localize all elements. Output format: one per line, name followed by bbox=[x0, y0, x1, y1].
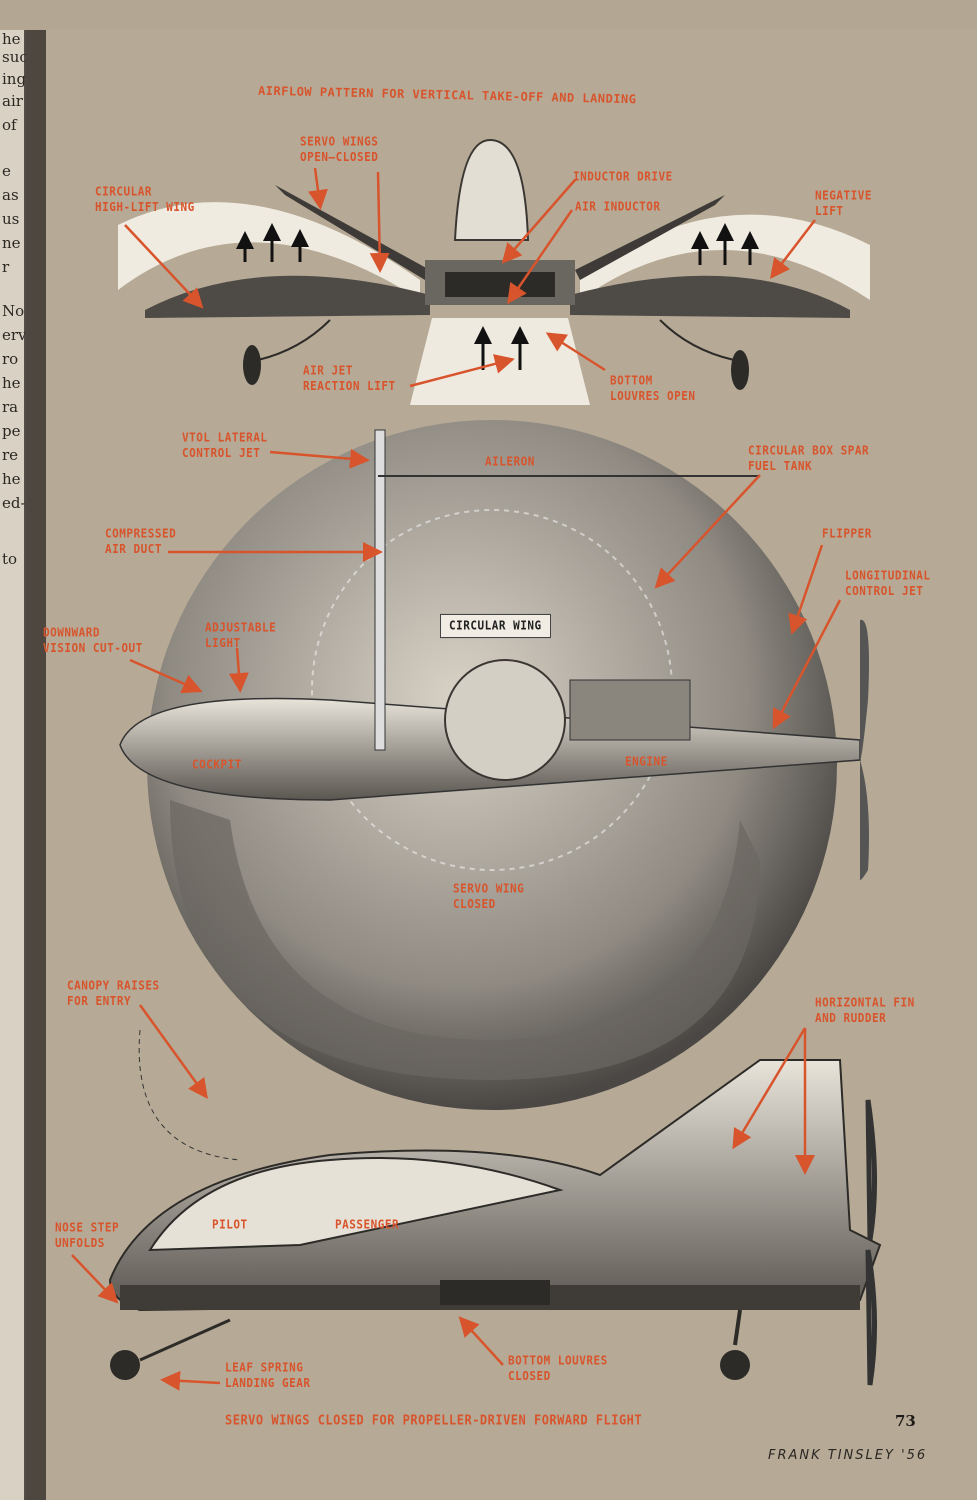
left-page-text: he bbox=[2, 374, 21, 392]
left-page-text: us bbox=[2, 210, 20, 228]
label-horizontal-fin: HORIZONTAL FIN AND RUDDER bbox=[815, 995, 915, 1026]
label-passenger: PASSENGER bbox=[335, 1217, 400, 1232]
label-leaf-spring: LEAF SPRING LANDING GEAR bbox=[225, 1360, 311, 1391]
left-page-text: he bbox=[2, 470, 21, 488]
front-view-vtol bbox=[118, 138, 870, 405]
label-aileron: AILERON bbox=[485, 454, 535, 469]
label-servo-wing-closed: SERVO WING CLOSED bbox=[453, 881, 525, 912]
left-page-text: as bbox=[2, 186, 19, 204]
left-page-text: pe bbox=[2, 422, 21, 440]
label-flipper: FLIPPER bbox=[822, 526, 872, 541]
label-engine: ENGINE bbox=[625, 754, 668, 769]
left-page-text: r bbox=[2, 258, 10, 276]
left-page-text: re bbox=[2, 446, 19, 464]
label-downward-vision-cut-out: DOWNWARD VISION CUT-OUT bbox=[43, 625, 143, 656]
artist-signature: FRANK TINSLEY '56 bbox=[768, 1448, 928, 1463]
louvres bbox=[440, 1280, 550, 1305]
label-cockpit: COCKPIT bbox=[192, 757, 242, 772]
label-servo-wings: SERVO WINGS OPEN—CLOSED bbox=[300, 134, 379, 165]
main-wheel bbox=[720, 1350, 750, 1380]
wheel-left bbox=[243, 345, 261, 385]
label-bottom-louvres-closed: BOTTOM LOUVRES CLOSED bbox=[508, 1353, 608, 1384]
left-page-text: ra bbox=[2, 398, 19, 416]
left-page-text: ed- bbox=[2, 494, 26, 512]
plan-view-circular-wing bbox=[119, 420, 869, 1110]
forward-flight-title: SERVO WINGS CLOSED FOR PROPELLER-DRIVEN … bbox=[225, 1412, 643, 1428]
label-vtol-lateral-control-jet: VTOL LATERAL CONTROL JET bbox=[182, 430, 268, 461]
left-page-text: air bbox=[2, 92, 23, 110]
label-negative-lift: NEGATIVE LIFT bbox=[815, 188, 872, 219]
label-air-inductor: AIR INDUCTOR bbox=[575, 199, 661, 214]
left-page-text: to bbox=[2, 550, 18, 568]
label-bottom-louvres-open: BOTTOM LOUVRES OPEN bbox=[610, 373, 696, 404]
label-nose-step: NOSE STEP UNFOLDS bbox=[55, 1220, 120, 1251]
left-page-text: such bbox=[2, 48, 26, 66]
label-longitudinal-control-jet: LONGITUDINAL CONTROL JET bbox=[845, 568, 931, 599]
canopy bbox=[148, 1157, 564, 1252]
label-inductor-drive: INDUCTOR DRIVE bbox=[573, 169, 673, 184]
inductor-fan bbox=[444, 659, 566, 781]
left-page-text: e bbox=[2, 162, 11, 180]
side-view-aircraft bbox=[108, 1029, 882, 1386]
label-canopy-raises: CANOPY RAISES FOR ENTRY bbox=[67, 978, 160, 1009]
left-page-text: he bbox=[2, 30, 21, 48]
wheel-right bbox=[731, 350, 749, 390]
label-adjustable-light: ADJUSTABLE LIGHT bbox=[205, 620, 277, 651]
label-air-jet-reaction-lift: AIR JET REACTION LIFT bbox=[303, 363, 396, 394]
label-pilot: PILOT bbox=[212, 1217, 248, 1232]
left-page-text: ne bbox=[2, 234, 21, 252]
label-fuel-tank: CIRCULAR BOX SPAR FUEL TANK bbox=[748, 443, 870, 474]
label-circular-wing: CIRCULAR WING bbox=[440, 613, 551, 639]
page-number: 73 bbox=[895, 1412, 916, 1430]
propeller bbox=[865, 1099, 878, 1386]
propeller-bottom bbox=[860, 760, 869, 880]
leader-arrows bbox=[71, 167, 842, 1391]
left-page-text: of bbox=[2, 116, 17, 134]
left-page-edge: he such ing air of e as us ne r No erv r… bbox=[0, 30, 26, 1500]
nose-wheel bbox=[110, 1350, 140, 1380]
label-compressed-air-duct: COMPRESSED AIR DUCT bbox=[105, 526, 177, 557]
left-page-text: erv bbox=[2, 326, 26, 344]
left-page-text: No bbox=[2, 302, 25, 320]
binding-shadow bbox=[24, 30, 46, 1500]
propeller-top bbox=[860, 619, 869, 760]
label-circular-high-lift-wing: CIRCULAR HIGH-LIFT WING bbox=[95, 184, 195, 215]
left-page-text: ing bbox=[2, 70, 26, 88]
left-page-text: ro bbox=[2, 350, 19, 368]
engine-block bbox=[569, 679, 691, 741]
